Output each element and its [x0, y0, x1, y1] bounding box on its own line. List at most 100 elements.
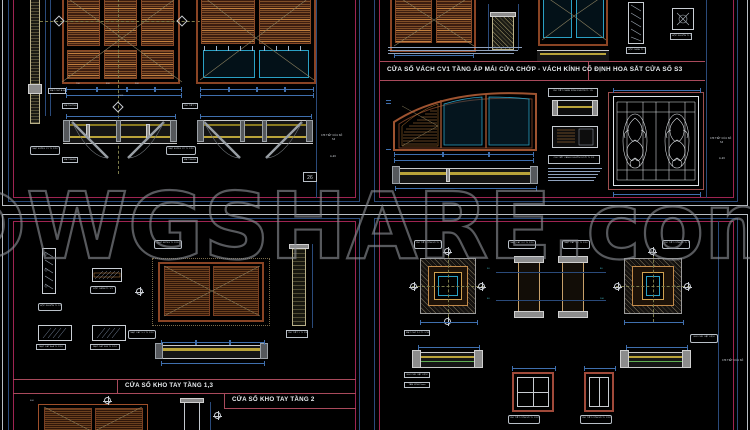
sheet-inner-border-blue-q2 [374, 0, 738, 202]
q2-title-rule-top [380, 61, 705, 62]
q1-left-ref-line-a [45, 0, 46, 116]
q1-callout-top-b[interactable]: CHI TIẾT 1 TL 1/5 [182, 103, 198, 109]
q3-bottom-post-detail [184, 402, 200, 430]
q2-right-window-swing [541, 0, 607, 41]
q3-detail-box-b [92, 325, 126, 341]
q4-dim-tag-b: 60 [487, 298, 490, 300]
q2-jamb-detail-upper-blk-b [592, 100, 598, 116]
q3-detail-box-a-tag[interactable]: MẶT CẮT A-A TL 1/10 [36, 344, 66, 350]
sheet-number-box[interactable]: 26 [303, 172, 317, 182]
q3-detail-box-a-hatch [42, 327, 67, 339]
q4-head-section-left-base [514, 311, 544, 318]
q1-plan-band-right-end-a [197, 120, 204, 142]
q3-bottom-window-frame [38, 404, 148, 430]
q2-hardware-strip-tag[interactable]: HỘP CÁNH TL 1/1 [626, 47, 646, 54]
q2-detail-title-upper[interactable]: CHI TIẾT CÁNH KÍNH KHUÔN TL 1/5 [548, 88, 598, 97]
q1-vertical-centerline [118, 0, 119, 174]
q4-small-elev-right-mullion [599, 377, 600, 407]
q1-right-glass-left [203, 50, 255, 78]
q3-bottom-post-ref [210, 402, 211, 430]
q3-window-swing [163, 265, 261, 317]
sheet-inner-border-blue-q1 [8, 0, 360, 202]
q1-louver-panel-2b [104, 50, 137, 79]
q1-left-jamb-hatch [31, 0, 39, 124]
q4-sill-band-right-end-a [620, 350, 629, 368]
q2-detail-note-block [548, 168, 602, 182]
q1-louver-panel-3b [141, 50, 174, 79]
q2-jamb-detail-lower [552, 126, 598, 148]
q4-sill-band-left-green [420, 361, 476, 362]
q1-callout-jamb-base[interactable]: MẶT CẮT A-A TL 1/10 [48, 88, 66, 94]
q1-plan-swing-arcs [71, 121, 303, 159]
q2-titleblock-sheetcode: A-26 [719, 157, 725, 160]
sheet-inner-border-blue-q3 [8, 218, 360, 430]
q3-bottom-dim-text: 600 [30, 400, 34, 402]
view-title-kho13: CỬA SỔ KHO TAY TẦNG 1,3 [125, 382, 214, 389]
q1-callout-plan-c3[interactable]: MẶT BẰNG TL 1/20 [62, 157, 78, 163]
q2-title-rule-divider [588, 61, 589, 80]
q2-shutter-frame [390, 0, 476, 52]
q2-arch-section-fill [395, 172, 535, 175]
q3-callout-section-band[interactable]: MẶT CẮT 1-1 TL 1/10 [128, 330, 156, 339]
q4-sill-band-left-fill [420, 356, 476, 358]
q3-window-louver-left [164, 266, 210, 316]
q2-title-rule-bottom [380, 80, 705, 81]
q1-dim-right-total [200, 93, 314, 98]
q1-callout-elevation-c1[interactable]: MẶT ĐỨNG C1 TL 1/20 [30, 146, 60, 155]
q3-jamb-vertical-cap [289, 244, 309, 249]
q2-arch-section-dim [395, 186, 537, 191]
q4-small-elev-right-tag[interactable]: CHI TIẾT CỬA SỔ TL 1/10 [580, 415, 612, 424]
q4-sill-band-left-tag-a[interactable]: MẶT CẮT 2-2 TL 1/10 [404, 330, 430, 336]
q3-title-rule-top [13, 379, 356, 380]
q4-sill-band-left-tag-c[interactable]: TẤM KÍNH 5mm [404, 382, 430, 388]
q1-shutter-outer-frame [62, 0, 180, 84]
q2-detail-title-lower[interactable]: CHI TIẾT CÁNH KHUÔN DƯỚI TL 1/5 [548, 155, 600, 164]
q4-sill-band-left-tag-b[interactable]: GHI CHÚ VẬT LIỆU [404, 372, 430, 378]
q3-callout-window-elev[interactable]: MẶT ĐỨNG TL 1/20 [154, 240, 182, 249]
q1-horizontal-centerline [40, 21, 220, 22]
q4-small-elev-right-frame [584, 372, 614, 412]
q2-jamb-section-hatch [493, 17, 513, 49]
q4-sill-band-right-tag[interactable]: GHI CHÚ VẬT LIỆU [690, 334, 718, 343]
q4-callout-jamb-left[interactable]: CHI TIẾT CỬA SỔ TL 1/10 [414, 240, 442, 249]
q4-small-elev-left-tag[interactable]: CHI TIẾT CỬA SỔ TL 1/10 [508, 415, 540, 424]
q1-plan-band-right-mullion [240, 120, 245, 142]
q2-titleblock-line2: S3 [720, 141, 724, 144]
q3-title-rule-mid [13, 393, 356, 394]
q1-right-window-frame [196, 0, 316, 84]
q4-callout-head-left[interactable]: MẶT CẮT 2-2 TL 1/10 [508, 240, 536, 249]
q1-plan-dim-right [200, 114, 312, 119]
q1-dim-left-1 [66, 87, 98, 92]
q4-dim-tag-c: 80 [600, 268, 603, 270]
q1-louver-panel-1a [67, 0, 100, 46]
q1-right-louver-upper-left [201, 0, 255, 44]
sheet-inner-border-magenta-q3 [13, 221, 356, 430]
q3-section-band-fill [161, 348, 263, 351]
q2-arch-dim-1 [394, 152, 444, 157]
sheet-inner-border-magenta-q2 [379, 0, 734, 198]
q1-dim-label-1: 700 [76, 83, 80, 85]
q3-callout-hop-khuon[interactable]: HỘP KHUÔN TL 1/1 [38, 303, 62, 311]
q1-right-swing-diagonals [199, 0, 315, 81]
q2-hinge-detail-tag[interactable]: HỘP KHUÔN TL 1/1 [670, 33, 692, 40]
q3-jamb-vertical-tag[interactable]: CHI TIẾT 1 TL 1/5 [286, 330, 308, 338]
q1-callout-plan-c4[interactable]: MẶT BẰNG TL 1/20 [182, 157, 198, 163]
q1-callout-top-a[interactable]: MẶT ĐỨNG TL 1/20 [62, 103, 78, 109]
q4-titleblock-note: CHI TIẾT CỬA SỔ [722, 359, 744, 362]
q2-arch-section-mull [446, 168, 450, 182]
q2-hinge-detail-box [672, 8, 694, 30]
q4-jamb-plan-right-marker-left [613, 282, 622, 291]
q2-jamb-ref-a [488, 4, 489, 50]
q3-callout-hop-canh[interactable]: HỘP CÁNH TL 1/1 [90, 286, 116, 294]
q1-callout-elevation-c2[interactable]: MẶT ĐỨNG C2 TL 1/20 [166, 146, 196, 155]
q3-hinge-strip-detail [44, 251, 54, 290]
q2-arch-dim-2 [442, 152, 490, 157]
q1-plan-band-right-fill-bot [200, 136, 310, 138]
q2-arch-dim-3 [488, 152, 534, 157]
q4-callout-jamb-right[interactable]: CHI TIẾT CỬA SỔ TL 1/10 [662, 240, 690, 249]
q3-detail-box-b-tag[interactable]: MẶT CẮT B-B TL 1/10 [90, 344, 120, 350]
q4-head-section-ref-a [496, 272, 606, 273]
q4-callout-head-right[interactable]: MẶT CẮT 2-2 TL 1/10 [562, 240, 590, 249]
q1-plan-band-left-end-a [63, 120, 70, 142]
